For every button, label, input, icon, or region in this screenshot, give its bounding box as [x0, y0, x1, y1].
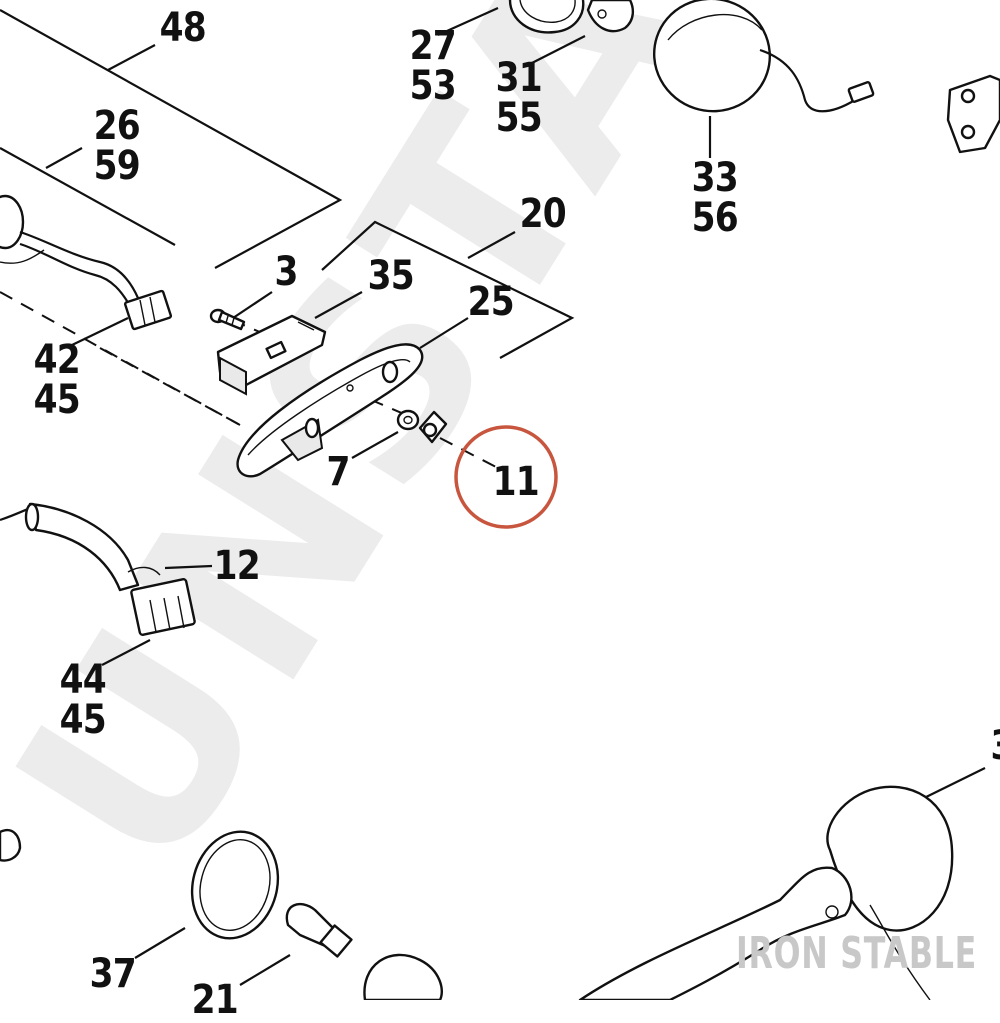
callout-11[interactable]: 11	[492, 459, 540, 505]
mounting-bracket	[946, 74, 1000, 154]
highlight-circle	[454, 425, 558, 529]
callout-20: 20	[519, 191, 567, 237]
callout-3-right: 3	[987, 726, 1000, 766]
callout-21: 21	[191, 977, 239, 1023]
leader-lines	[0, 6, 986, 986]
screw-part	[209, 308, 246, 331]
callout-35: 35	[367, 253, 415, 299]
callout-7: 7	[326, 449, 350, 495]
washer-and-socket	[396, 409, 448, 444]
rear-lamp-cable	[0, 194, 173, 331]
top-bulbs	[508, 0, 635, 34]
tail-lamp-housing	[236, 343, 424, 478]
iron-stable-watermark: IRON STABLE	[736, 928, 978, 979]
turn-signal-assembly	[578, 785, 954, 1000]
callout-25: 25	[467, 279, 515, 325]
callout-37: 37	[89, 951, 137, 997]
callout-3: 3	[274, 249, 298, 295]
connector-cable	[0, 502, 196, 636]
lens-and-bulb	[0, 828, 443, 1000]
parts-diagram	[0, 0, 1000, 1000]
led-module-part	[216, 314, 327, 396]
round-marker-lamp	[652, 0, 875, 113]
callout-48: 48	[159, 5, 207, 51]
callout-12: 12	[213, 543, 261, 589]
